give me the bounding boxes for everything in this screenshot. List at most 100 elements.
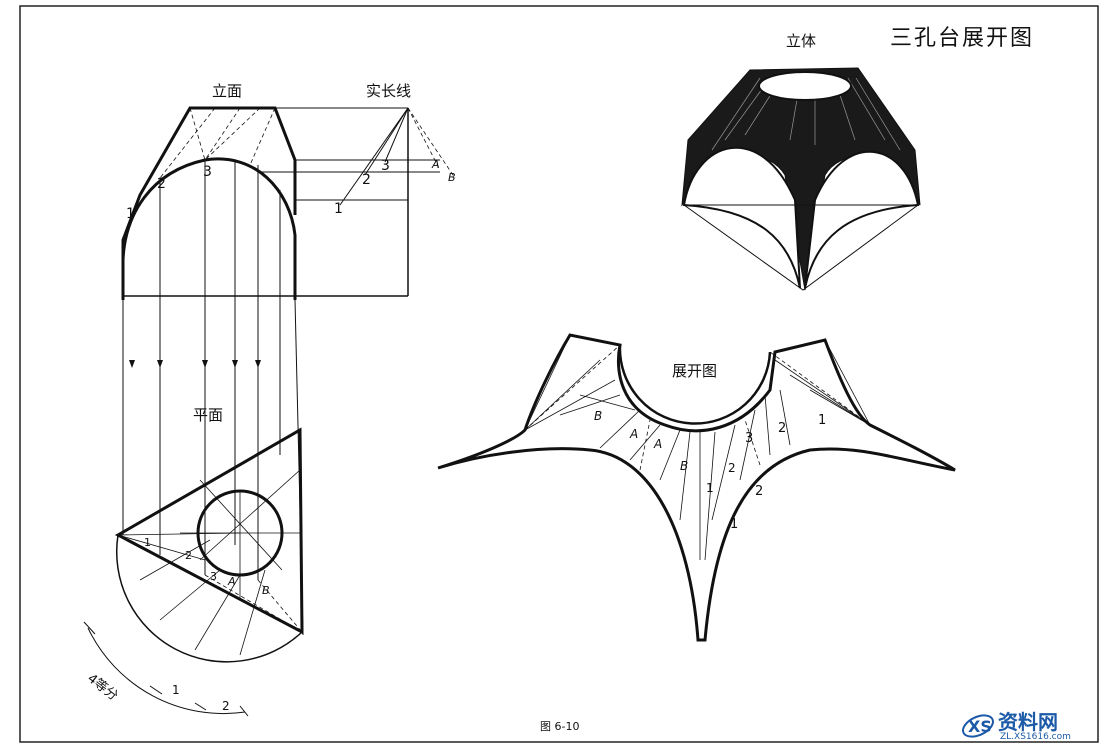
dev-triangulation	[579, 394, 636, 411]
dev-triangulation	[779, 389, 791, 446]
point-labels: 1 2 3 1 2 3 A B 1 2 3 A B 1 2 B A A B 1 …	[126, 158, 826, 713]
true-length-label: 实长线	[366, 82, 412, 100]
dev-triangulation	[524, 334, 571, 431]
dev-triangulation	[774, 359, 871, 426]
iso-arch-right	[804, 150, 920, 289]
dev-triangulation	[764, 394, 771, 456]
true-length-point-2: 2	[362, 172, 371, 188]
dev-dashed	[639, 419, 651, 471]
iso-arch-left	[682, 146, 801, 289]
projector-arrow	[202, 360, 208, 368]
iso-hatch	[711, 77, 761, 151]
projector-arrow	[157, 360, 163, 368]
dev-point-a-mid: A	[653, 437, 662, 451]
dev-point-b-left: B	[594, 409, 602, 423]
plan-construction	[239, 569, 266, 656]
watermark-url: ZL.XS1616.com	[1000, 732, 1071, 742]
division-tick	[83, 621, 96, 635]
dev-dashed	[744, 419, 761, 466]
dev-triangulation	[629, 424, 661, 461]
front-elevation	[121, 106, 456, 636]
construction-line	[204, 107, 241, 161]
dev-point-a-left: A	[629, 427, 638, 441]
dev-point-1-right: 1	[818, 413, 826, 428]
plan-point-2: 2	[185, 549, 192, 562]
plan-division-arc	[115, 534, 303, 663]
plan-dashed	[204, 574, 303, 633]
front-point-1: 1	[126, 206, 135, 222]
isometric-view	[681, 67, 921, 291]
sheet-border	[19, 5, 1099, 743]
projector-arrow	[129, 360, 135, 368]
iso-top-opening	[758, 71, 852, 101]
true-length-line	[339, 107, 409, 206]
watermark-logo-icon: XS	[962, 714, 994, 738]
dev-triangulation	[809, 389, 871, 426]
watermark: XS 资料网 ZL.XS1616.com	[960, 704, 1106, 748]
iso-base	[683, 204, 920, 291]
dev-triangulation	[704, 431, 716, 561]
plan-view-label: 平面	[193, 406, 224, 424]
plan-construction	[117, 534, 206, 561]
construction-line	[407, 107, 456, 179]
development-inner-arc	[618, 344, 772, 425]
plan-construction	[199, 469, 301, 561]
plan-construction	[199, 479, 283, 571]
iso-hatch	[847, 77, 886, 141]
dev-triangulation	[711, 424, 736, 521]
front-view-label: 立面	[212, 82, 243, 100]
division-tick	[239, 705, 249, 717]
construction-line	[204, 107, 261, 161]
front-point-2: 2	[157, 176, 166, 192]
construction-line	[189, 107, 206, 161]
plan-triangle	[114, 427, 304, 635]
dev-point-2-right: 2	[778, 421, 786, 436]
true-length-line	[364, 107, 409, 176]
true-length-point-a: A	[431, 158, 440, 171]
dev-triangulation	[789, 374, 871, 426]
dev-triangulation	[559, 394, 621, 416]
plan-point-b: B	[262, 584, 270, 597]
plan-construction	[139, 539, 211, 581]
drawing-title: 三孔台展开图	[890, 26, 1035, 51]
dev-triangulation	[659, 429, 681, 481]
true-length-point-3: 3	[381, 158, 390, 174]
projector-arrow	[255, 360, 261, 368]
plan-point-3: 3	[210, 570, 217, 583]
dev-dashed	[524, 344, 621, 431]
dev-point-2-center: 2	[728, 461, 736, 475]
construction-line	[159, 107, 216, 179]
iso-hatch	[855, 77, 901, 151]
dev-point-1-center: 1	[706, 481, 714, 495]
division-tick	[194, 702, 207, 711]
plan-point-a: A	[227, 575, 236, 588]
dev-triangulation	[824, 339, 871, 426]
plan-view	[83, 427, 304, 717]
plan-construction	[194, 574, 241, 651]
division-label-1: 1	[172, 683, 180, 697]
isometric-view-label: 立体	[786, 32, 817, 50]
dev-point-2-lower: 2	[755, 484, 763, 499]
dev-triangulation	[524, 379, 616, 431]
development-pattern	[437, 333, 956, 642]
dev-triangulation	[599, 409, 641, 449]
plan-point-1: 1	[144, 536, 151, 549]
construction-line	[407, 107, 441, 171]
division-label-2: 2	[222, 699, 230, 713]
figure-caption: 图 6-10	[540, 720, 580, 733]
front-point-3: 3	[203, 164, 212, 180]
dev-point-b-mid: B	[680, 459, 688, 473]
construction-line	[249, 107, 276, 166]
development-view-label: 展开图	[672, 362, 718, 380]
division-tick	[149, 685, 163, 695]
plan-construction	[159, 569, 221, 621]
dev-triangulation	[739, 409, 756, 481]
projector-arrow	[232, 360, 238, 368]
dev-point-3-center: 3	[745, 431, 753, 446]
true-length-point-1: 1	[334, 201, 343, 217]
true-length-line	[384, 107, 409, 163]
true-length-point-b: B	[448, 171, 456, 184]
dev-triangulation	[679, 431, 691, 521]
division-dimension	[87, 627, 246, 715]
